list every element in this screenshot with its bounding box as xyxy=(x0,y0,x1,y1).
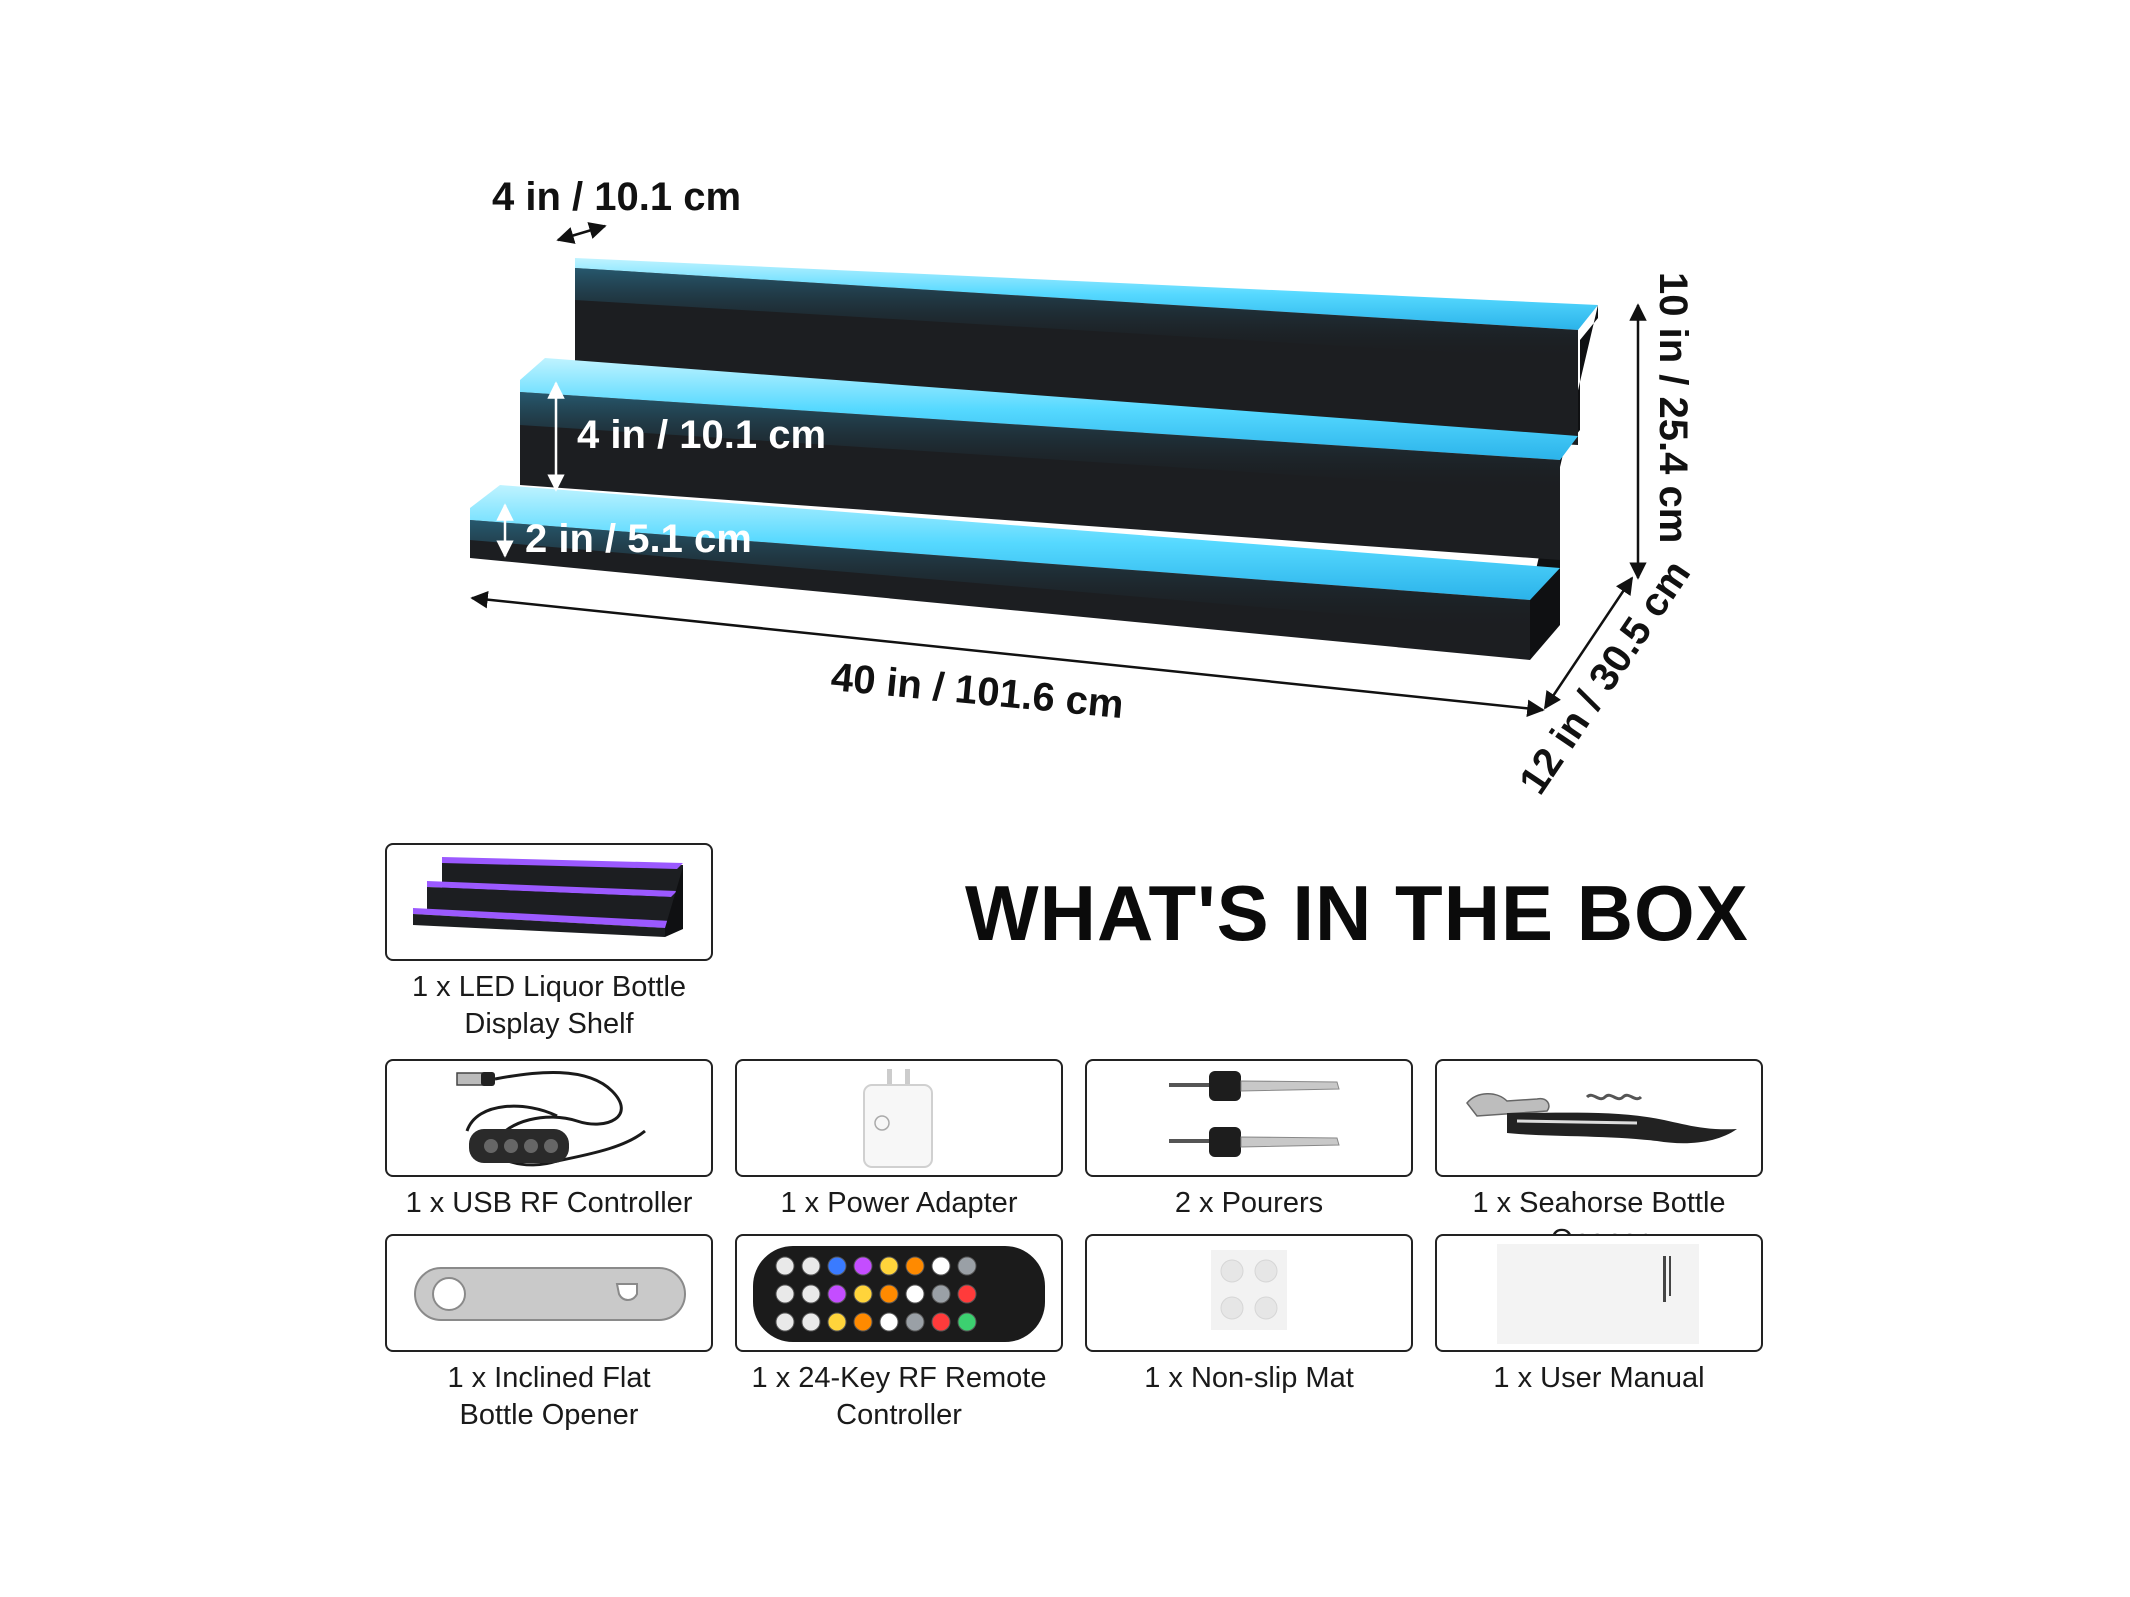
power-adapter-image-box xyxy=(735,1059,1063,1177)
remote-key-icon xyxy=(827,1256,847,1276)
item-label: 1 x USB RF Controller xyxy=(405,1187,693,1219)
pourers-image-box xyxy=(1085,1059,1413,1177)
box-item-usb-controller: 1 x USB RF Controller xyxy=(385,1059,713,1222)
depth-arrow xyxy=(1543,576,1634,710)
seahorse-opener-icon xyxy=(1466,1093,1737,1144)
box-item-pourers: 2 x Pourers xyxy=(1085,1059,1413,1222)
length-arrow xyxy=(470,590,1545,718)
item-label: 1 x Power Adapter xyxy=(780,1187,1018,1219)
item-label: 2 x Pourers xyxy=(1174,1187,1324,1219)
box-item-power-adapter: 1 x Power Adapter xyxy=(735,1059,1063,1222)
remote-key-icon xyxy=(957,1256,977,1276)
usb-controller-icon xyxy=(456,1071,646,1167)
item-label: 1 x 24-Key RF Remote Controller xyxy=(751,1362,1047,1431)
led-shelf-illustration xyxy=(470,258,1598,660)
remote-key-icon xyxy=(957,1312,977,1332)
item-label: 1 x LED Liquor Bottle Display Shelf xyxy=(411,971,687,1040)
remote-key-icon xyxy=(801,1312,821,1332)
remote-key-icon xyxy=(775,1256,795,1276)
whats-in-the-box-title: WHAT'S IN THE BOX xyxy=(965,869,1749,957)
usb-controller-image-box xyxy=(385,1059,713,1177)
remote-key-icon xyxy=(931,1256,951,1276)
remote-key-icon xyxy=(879,1312,899,1332)
box-item-mat: 1 x Non-slip Mat xyxy=(1085,1234,1413,1397)
top-depth-arrow xyxy=(556,222,607,244)
power-adapter-icon xyxy=(863,1069,933,1168)
box-item-remote: 1 x 24-Key RF Remote Controller xyxy=(735,1234,1063,1434)
manual-image-box xyxy=(1435,1234,1763,1352)
remote-key-icon xyxy=(853,1312,873,1332)
remote-image-box xyxy=(735,1234,1063,1352)
top-depth-label: 4 in / 10.1 cm xyxy=(492,175,741,219)
remote-key-icon xyxy=(775,1312,795,1332)
box-item-flat-opener: 1 x Inclined Flat Bottle Opener xyxy=(385,1234,713,1434)
seahorse-opener-image-box xyxy=(1435,1059,1763,1177)
remote-key-icon xyxy=(853,1284,873,1304)
bottom-height-label: 2 in / 5.1 cm xyxy=(525,517,752,561)
remote-key-icon xyxy=(931,1312,951,1332)
remote-key-icon xyxy=(801,1284,821,1304)
remote-key-icon xyxy=(879,1256,899,1276)
remote-key-icon xyxy=(827,1312,847,1332)
item-label: 1 x User Manual xyxy=(1493,1362,1705,1394)
item-label: 1 x Inclined Flat Bottle Opener xyxy=(447,1362,651,1431)
length-label: 40 in / 101.6 cm xyxy=(829,655,1125,727)
mat-icon xyxy=(1211,1250,1287,1330)
box-item-manual: 1 x User Manual xyxy=(1435,1234,1763,1397)
remote-key-icon xyxy=(957,1284,977,1304)
remote-key-icon xyxy=(905,1284,925,1304)
remote-key-icon xyxy=(905,1256,925,1276)
box-item-seahorse-opener: 1 x Seahorse Bottle Opener xyxy=(1435,1059,1763,1259)
remote-key-icon xyxy=(853,1256,873,1276)
shelf-icon xyxy=(413,857,683,937)
mat-image-box xyxy=(1085,1234,1413,1352)
remote-key-icon xyxy=(827,1284,847,1304)
item-label: 1 x Non-slip Mat xyxy=(1144,1362,1354,1394)
manual-icon xyxy=(1497,1244,1699,1344)
flat-opener-icon xyxy=(414,1267,686,1321)
step-height-label: 4 in / 10.1 cm xyxy=(577,413,826,457)
remote-key-icon xyxy=(931,1284,951,1304)
flat-opener-image-box xyxy=(385,1234,713,1352)
remote-key-icon xyxy=(879,1284,899,1304)
remote-key-icon xyxy=(801,1256,821,1276)
box-item-shelf: 1 x LED Liquor Bottle Display Shelf xyxy=(385,843,713,1043)
height-label: 10 in / 25.4 cm xyxy=(1651,272,1695,543)
shelf-dimension-diagram: 4 in / 10.1 cm 4 in / 10.1 cm 2 in / 5.1… xyxy=(470,175,1699,802)
pourer-icon xyxy=(1169,1071,1340,1157)
shelf-image-box xyxy=(385,843,713,961)
remote-icon xyxy=(753,1246,1045,1342)
remote-key-icon xyxy=(905,1312,925,1332)
remote-key-icon xyxy=(775,1284,795,1304)
